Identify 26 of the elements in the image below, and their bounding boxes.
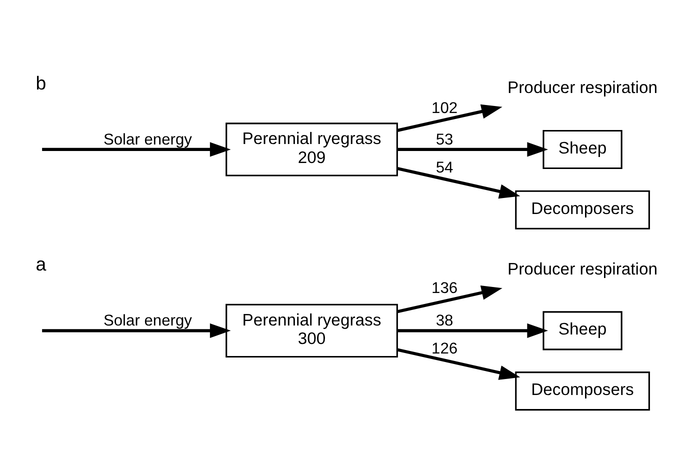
edge-label: Solar energy (103, 131, 192, 148)
edge-label: 126 (432, 340, 458, 358)
node-box: Sheep (542, 311, 622, 350)
node-box: Sheep (542, 130, 622, 169)
node-text: Producer respiration (508, 259, 658, 278)
arrow (397, 166, 520, 199)
node-text: Producer respiration (508, 78, 658, 98)
edge-label: 38 (436, 312, 454, 330)
arrow (42, 323, 231, 338)
node-box: Perennial ryegrass 300 (226, 304, 398, 358)
edge-label: 136 (432, 280, 458, 298)
edge-label: Solar energy (103, 312, 192, 330)
edge-label: 54 (436, 159, 454, 176)
arrow (397, 104, 502, 132)
arrow (397, 142, 548, 157)
label: a (36, 254, 46, 275)
arrow (42, 142, 231, 157)
node-box: Decomposers (515, 372, 650, 411)
node-box: Decomposers (515, 190, 650, 230)
label: b (36, 72, 46, 94)
arrow (397, 348, 520, 380)
node-box: Perennial ryegrass 209 (226, 122, 398, 176)
edge-label: 102 (432, 100, 458, 118)
arrow (397, 323, 548, 338)
edge-label: 53 (436, 131, 454, 148)
arrow (397, 286, 502, 314)
